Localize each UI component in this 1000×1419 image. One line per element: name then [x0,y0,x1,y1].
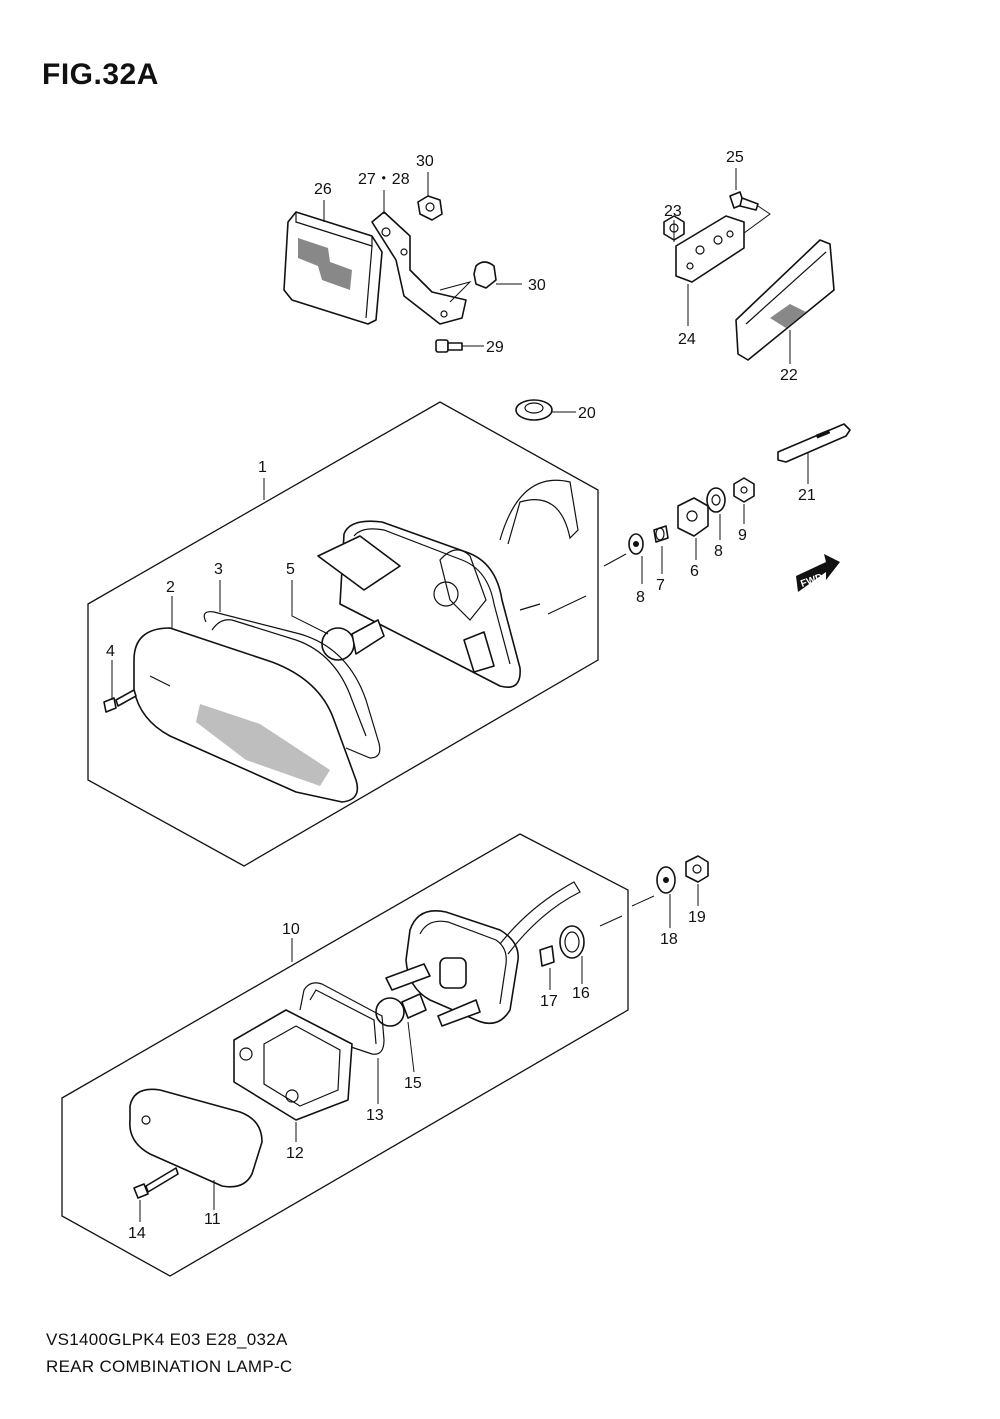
grommet-16[interactable] [559,925,585,959]
callout-8a: 8 [636,589,645,606]
nut-9[interactable] [733,477,755,503]
nut-6[interactable] [677,497,709,537]
callout-27-28: 27・28 [358,171,410,188]
grommet-20[interactable] [515,399,576,421]
washer-8-lower[interactable] [628,533,644,555]
assembly-box-1 [87,401,599,867]
nut-19[interactable] [685,855,709,883]
bulb-5[interactable] [321,619,385,661]
callout-26: 26 [314,181,332,198]
washer-18[interactable] [656,866,676,894]
reflector-22[interactable] [735,239,835,361]
callout-15: 15 [404,1075,422,1092]
gasket-13[interactable] [299,982,385,1055]
spacer-17[interactable] [539,945,555,967]
callout-30a: 30 [416,153,434,170]
bulb-15[interactable] [375,993,427,1027]
callout-17: 17 [540,993,558,1010]
callout-14: 14 [128,1225,146,1242]
callout-8b: 8 [714,543,723,560]
callout-3: 3 [214,561,223,578]
callout-20: 20 [578,405,596,422]
figure-model-code: VS1400GLPK4 E03 E28_032A [46,1330,288,1349]
socket-housing[interactable] [385,881,581,1027]
cap-nut-30-lower[interactable] [473,261,497,289]
callout-25: 25 [726,149,744,166]
callout-11: 11 [204,1211,221,1228]
callout-9: 9 [738,527,747,544]
callout-7: 7 [656,577,665,594]
bracket-27-28[interactable] [371,211,467,325]
lens-2[interactable] [133,627,359,803]
bolt-29[interactable] [435,339,484,353]
clamp-21[interactable] [777,423,851,484]
screw-4[interactable] [103,689,137,713]
callout-23: 23 [664,203,682,220]
bracket-24[interactable] [675,215,745,283]
figure-part-name: REAR COMBINATION LAMP-C [46,1357,293,1376]
nut-30-upper[interactable] [417,195,443,221]
callout-16: 16 [572,985,590,1002]
callout-12: 12 [286,1145,304,1162]
callout-4: 4 [106,643,115,660]
callout-24: 24 [678,331,696,348]
callout-29: 29 [486,339,504,356]
assembly-box-10 [61,833,629,1277]
gasket-3[interactable] [203,611,381,759]
lens-11[interactable] [129,1088,263,1188]
callout-22: 22 [780,367,798,384]
callout-21: 21 [798,487,816,504]
callout-30b: 30 [528,277,546,294]
screw-14[interactable] [133,1167,179,1199]
callout-6: 6 [690,563,699,580]
figure-title: FIG.32A [42,58,159,91]
callout-19: 19 [688,909,706,926]
case-12[interactable] [233,1009,353,1121]
lamp-housing[interactable] [317,479,579,688]
callout-2: 2 [166,579,175,596]
callout-18: 18 [660,931,678,948]
screw-25[interactable] [729,191,771,237]
callout-10: 10 [282,921,300,938]
callout-1: 1 [258,459,267,476]
callout-5: 5 [286,561,295,578]
fwd-direction-badge: FWD [796,554,840,592]
reflector-26[interactable] [283,211,383,325]
washer-8-upper[interactable] [706,487,726,513]
callout-13: 13 [366,1107,384,1124]
spacer-7[interactable] [653,525,669,543]
